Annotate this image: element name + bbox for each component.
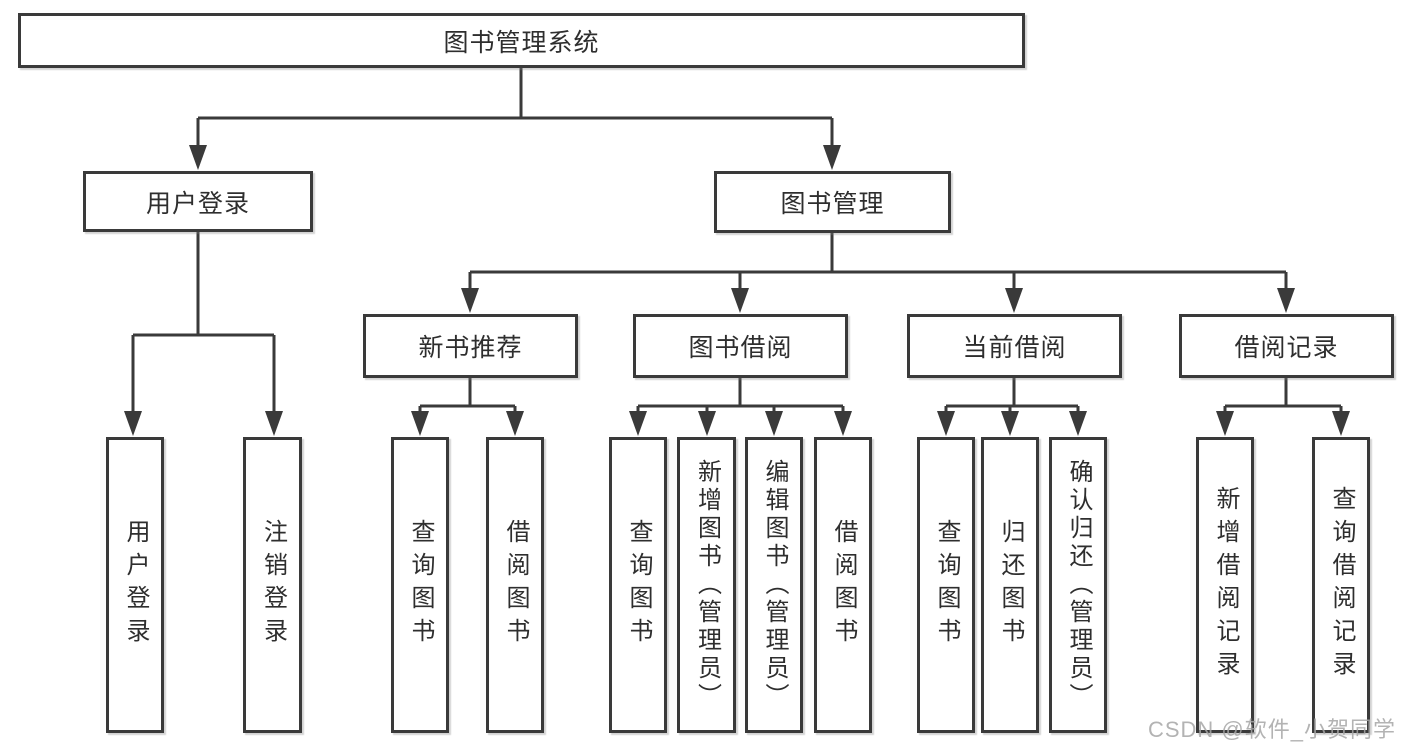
node-query-borrow-record: 查询借阅记录: [1312, 437, 1370, 733]
arrowhead-icon: [461, 288, 479, 313]
node-label: 新增借阅记录: [1212, 486, 1239, 684]
arrowhead-icon: [1069, 411, 1087, 436]
node-label: 借阅记录: [1234, 334, 1339, 362]
node-label: 借阅图书: [830, 519, 857, 651]
node-borrow-books-recommend: 借阅图书: [486, 437, 544, 733]
node-query-books-current: 查询图书: [917, 437, 975, 733]
node-label: 借阅图书: [502, 519, 529, 651]
node-label: 查询图书: [625, 519, 652, 651]
node-current-borrowing: 当前借阅: [907, 314, 1122, 378]
node-book-borrowing: 图书借阅: [633, 314, 848, 378]
arrowhead-icon: [823, 145, 841, 170]
node-label: 查询借阅记录: [1328, 486, 1355, 684]
node-new-book-recommend: 新书推荐: [363, 314, 578, 378]
node-label: 用户登录: [122, 519, 149, 651]
node-label: 图书借阅: [688, 334, 793, 362]
arrowhead-icon: [629, 411, 647, 436]
arrowhead-icon: [765, 411, 783, 436]
node-borrowing-records: 借阅记录: [1179, 314, 1394, 378]
node-label: 查询图书: [407, 519, 434, 651]
node-label: 用户登录: [145, 189, 250, 218]
node-confirm-return-admin: 确认归还（管理员）: [1049, 437, 1107, 733]
node-label: 新增图书（管理员）: [693, 459, 721, 711]
arrowhead-icon: [937, 411, 955, 436]
arrowhead-icon: [1216, 411, 1234, 436]
arrowhead-icon: [124, 411, 142, 436]
arrowhead-icon: [506, 411, 524, 436]
node-label: 编辑图书（管理员）: [761, 459, 788, 711]
node-label: 图书管理: [780, 190, 885, 218]
node-query-books-borrow: 查询图书: [609, 437, 667, 733]
node-label: 当前借阅: [962, 334, 1067, 362]
arrowhead-icon: [731, 288, 749, 313]
arrowhead-icon: [411, 411, 429, 436]
node-library-system: 图书管理系统: [18, 13, 1025, 68]
csdn-watermark: CSDN @软件_小贺同学: [1147, 717, 1396, 742]
arrowhead-icon: [265, 411, 283, 436]
node-return-books: 归还图书: [981, 437, 1039, 733]
node-user-login-group: 用户登录: [83, 171, 313, 232]
node-query-books-recommend: 查询图书: [391, 437, 449, 733]
node-label: 确认归还（管理员）: [1065, 459, 1092, 711]
node-user-login: 用户登录: [106, 437, 164, 733]
arrowhead-icon: [1277, 288, 1295, 313]
node-edit-book-admin: 编辑图书（管理员）: [745, 437, 803, 733]
node-logout: 注销登录: [243, 437, 302, 733]
arrowhead-icon: [189, 145, 207, 170]
node-add-book-admin: 新增图书（管理员）: [677, 437, 736, 733]
node-add-borrow-record: 新增借阅记录: [1196, 437, 1254, 733]
arrowhead-icon: [698, 411, 716, 436]
arrowhead-icon: [1332, 411, 1350, 436]
node-label: 查询图书: [933, 519, 960, 651]
arrowhead-icon: [1001, 411, 1019, 436]
node-label: 注销登录: [259, 519, 287, 651]
arrowhead-icon: [1005, 288, 1023, 313]
node-label: 图书管理系统: [443, 28, 600, 57]
node-label: 归还图书: [997, 519, 1024, 651]
node-borrow-books-borrow: 借阅图书: [814, 437, 872, 733]
node-label: 新书推荐: [418, 334, 523, 362]
arrowhead-icon: [834, 411, 852, 436]
node-book-management: 图书管理: [714, 171, 951, 233]
